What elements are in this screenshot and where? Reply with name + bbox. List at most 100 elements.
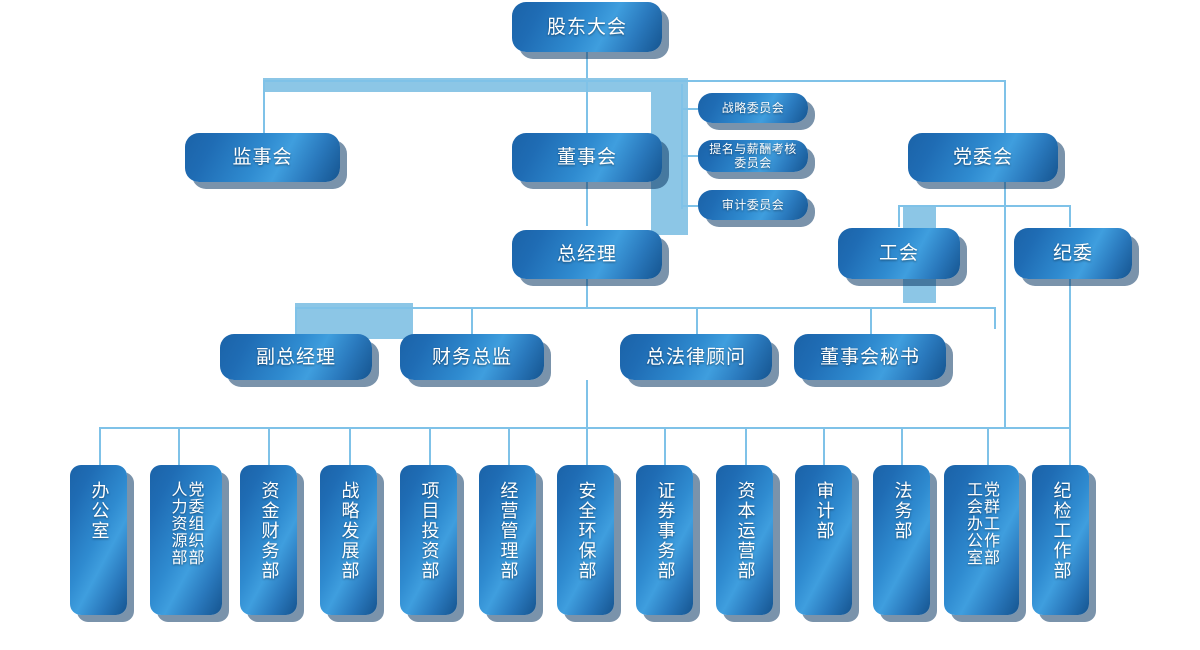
node-label: 副总经理 <box>255 345 336 368</box>
node-discipline-committee[interactable]: 纪委 <box>1014 228 1132 279</box>
node-label: 财务总监 <box>431 345 512 368</box>
department-label-wrap: 安全环保部 <box>575 471 597 615</box>
node-nomination-remuneration-committee[interactable]: 提名与薪酬考核 委员会 <box>698 140 808 172</box>
node-department-safety-environment[interactable]: 安全环保部 <box>557 465 614 615</box>
node-deputy-general-manager[interactable]: 副总经理 <box>220 334 372 380</box>
department-label-wrap: 纪检工作部 <box>1051 471 1072 615</box>
department-label-wrap: 证券事务部 <box>654 471 676 615</box>
connector-shareholders-down <box>586 52 588 80</box>
department-label-wrap: 党委组织部人力资源部 <box>168 471 205 615</box>
node-strategy-committee[interactable]: 战略委员会 <box>698 93 808 123</box>
connector-party-to-bottom-bus <box>1004 205 1006 427</box>
accent-bar-manager-bus <box>295 303 413 339</box>
node-label: 总法律顾问 <box>645 345 746 368</box>
connector-drop-board-secretary <box>870 307 872 334</box>
node-board-secretary[interactable]: 董事会秘书 <box>794 334 946 380</box>
connector-drop-labor-union <box>898 205 900 227</box>
node-party-committee[interactable]: 党委会 <box>908 133 1058 182</box>
connector-drop-cfo <box>471 307 473 334</box>
node-department-project-investment[interactable]: 项目投资部 <box>400 465 457 615</box>
node-label: 股东大会 <box>546 15 627 38</box>
department-label-wrap: 审计部 <box>813 471 835 615</box>
department-label-column: 资金财务部 <box>258 481 280 581</box>
node-label: 总经理 <box>556 243 617 266</box>
node-board-of-directors[interactable]: 董事会 <box>512 133 662 182</box>
connector-drop-party-committee <box>1004 80 1006 133</box>
node-department-party-mass-union-office[interactable]: 党群工作部工会办公室 <box>944 465 1019 615</box>
connector-manager-bus-right-end <box>994 307 996 329</box>
connector-committee-spine <box>681 84 683 209</box>
node-general-manager[interactable]: 总经理 <box>512 230 662 279</box>
connector-drop-deputy-gm <box>295 307 297 334</box>
node-cfo[interactable]: 财务总监 <box>400 334 544 380</box>
department-label-column: 项目投资部 <box>418 481 440 581</box>
node-department-business-management[interactable]: 经营管理部 <box>479 465 536 615</box>
connector-drop-dept-6 <box>508 427 510 467</box>
department-label-column: 工会办公室 <box>964 481 983 566</box>
node-labor-union[interactable]: 工会 <box>838 228 960 279</box>
connector-board-to-gm <box>586 182 588 226</box>
node-label: 董事会 <box>556 146 617 169</box>
connector-drop-general-counsel <box>696 307 698 334</box>
department-label-column: 资本运营部 <box>734 481 756 581</box>
department-label-wrap: 法务部 <box>891 471 913 615</box>
node-department-strategy-development[interactable]: 战略发展部 <box>320 465 377 615</box>
node-department-capital-operation[interactable]: 资本运营部 <box>716 465 773 615</box>
department-label-column: 证券事务部 <box>654 481 676 581</box>
connector-gm-down <box>586 279 588 307</box>
node-label: 监事会 <box>232 146 293 169</box>
connector-drop-dept-10 <box>823 427 825 467</box>
connector-manager-bus <box>295 307 995 309</box>
connector-stub-audit-committee <box>681 205 698 207</box>
node-shareholders-meeting[interactable]: 股东大会 <box>512 2 662 52</box>
connector-drop-discipline <box>1069 205 1071 227</box>
connector-drop-dept-4 <box>349 427 351 467</box>
connector-drop-dept-2 <box>178 427 180 467</box>
connector-stub-strategy-committee <box>681 108 698 110</box>
node-department-party-org-hr[interactable]: 党委组织部人力资源部 <box>150 465 222 615</box>
node-label: 提名与薪酬考核 委员会 <box>709 141 797 170</box>
connector-gm-trunk-to-dept-bus <box>586 380 588 427</box>
department-label-column: 办公室 <box>88 481 110 541</box>
department-label-wrap: 资本运营部 <box>734 471 756 615</box>
node-department-legal-affairs[interactable]: 法务部 <box>873 465 930 615</box>
node-label: 工会 <box>878 242 919 265</box>
department-label-column: 安全环保部 <box>575 481 597 581</box>
connector-department-bus <box>99 427 1070 429</box>
department-label-column: 党委组织部 <box>185 481 205 566</box>
connector-top-bus <box>263 80 1005 82</box>
connector-drop-dept-11 <box>901 427 903 467</box>
node-general-counsel[interactable]: 总法律顾问 <box>620 334 772 380</box>
connector-drop-dept-3 <box>268 427 270 467</box>
connector-drop-board <box>586 80 588 133</box>
connector-drop-dept-8 <box>664 427 666 467</box>
department-label-wrap: 党群工作部工会办公室 <box>964 471 1000 615</box>
department-label-wrap: 经营管理部 <box>498 471 519 615</box>
department-label-column: 审计部 <box>813 481 835 541</box>
department-label-column: 人力资源部 <box>168 481 188 566</box>
connector-drop-dept-1 <box>99 427 101 467</box>
node-audit-committee[interactable]: 审计委员会 <box>698 190 808 220</box>
node-label: 纪委 <box>1052 242 1093 265</box>
connector-drop-dept-7 <box>586 427 588 467</box>
node-label: 董事会秘书 <box>819 345 920 368</box>
node-department-discipline-inspection[interactable]: 纪检工作部 <box>1032 465 1089 615</box>
node-department-office[interactable]: 办公室 <box>70 465 127 615</box>
connector-drop-supervisors <box>263 80 265 133</box>
node-department-funds-finance[interactable]: 资金财务部 <box>240 465 297 615</box>
connector-drop-dept-12 <box>987 427 989 467</box>
department-label-column: 法务部 <box>891 481 913 541</box>
node-label: 党委会 <box>952 146 1013 169</box>
connector-party-down <box>1004 182 1006 206</box>
department-label-wrap: 战略发展部 <box>339 471 360 615</box>
department-label-wrap: 资金财务部 <box>258 471 280 615</box>
connector-stub-nomination-committee <box>681 155 698 157</box>
node-department-audit[interactable]: 审计部 <box>795 465 852 615</box>
department-label-wrap: 项目投资部 <box>418 471 440 615</box>
node-department-securities-affairs[interactable]: 证券事务部 <box>636 465 693 615</box>
department-label-column: 党群工作部 <box>981 481 1000 566</box>
connector-discipline-to-dept <box>1069 279 1071 465</box>
node-board-of-supervisors[interactable]: 监事会 <box>185 133 340 182</box>
connector-drop-dept-5 <box>429 427 431 467</box>
